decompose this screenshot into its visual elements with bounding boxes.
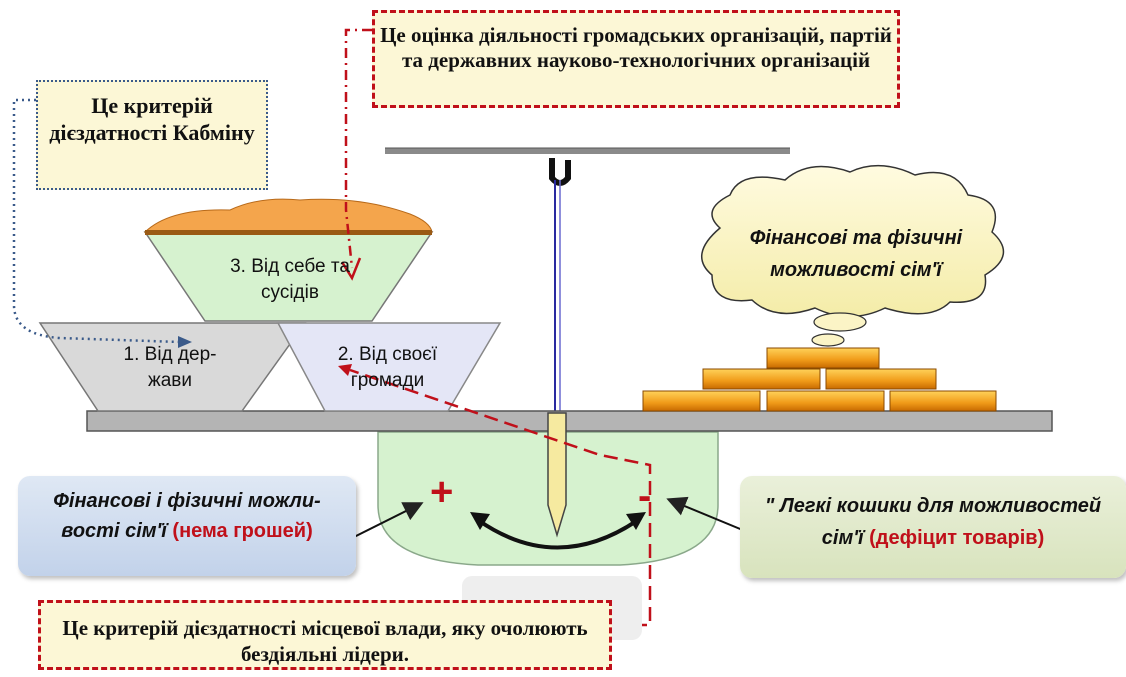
gold-bars <box>642 347 997 412</box>
light-baskets-box: " Легкі кошики для можливостей сім'ї (де… <box>740 476 1126 578</box>
cloud-text: Фінансові та фізичні можливості сім'ї <box>749 227 963 281</box>
family-means-red: (нема грошей) <box>172 520 313 542</box>
basket-community <box>276 322 502 412</box>
scale-beam <box>86 410 1053 432</box>
basket-self-line1: 3. Від себе та <box>230 256 350 277</box>
balance-arc-arrow <box>476 518 640 550</box>
basket-state-line1: 1. Від дер- <box>123 344 217 365</box>
thought-cloud <box>700 164 1004 318</box>
plus-sign: + <box>430 470 454 514</box>
light-baskets-red: (дефіцит товарів) <box>869 527 1045 549</box>
scale-needle <box>547 412 567 538</box>
hook-icon <box>549 158 571 186</box>
basket-state <box>38 322 307 412</box>
sand-pile <box>143 198 433 233</box>
note-organizations: Це оцінка діяльності громадських організ… <box>372 10 900 108</box>
basket-community-line2: громади <box>350 370 425 391</box>
hanging-bar <box>385 148 790 154</box>
basket-self-label: 3. Від себе та сусідів <box>195 254 385 306</box>
basket-community-label: 2. Від своєї громади <box>300 342 475 394</box>
light-baskets-text: " Легкі кошики для можливостей сім'ї <box>764 495 1102 549</box>
basket-self-line2: сусідів <box>261 282 319 303</box>
basket-state-line2: жави <box>148 370 192 391</box>
family-means-text: Фінансові і фізичні можли-вості сім'ї <box>53 490 321 542</box>
basket-state-label: 1. Від дер- жави <box>80 342 260 394</box>
minus-sign: - <box>638 474 652 518</box>
basket-community-line1: 2. Від своєї <box>337 344 438 365</box>
family-means-box: Фінансові і фізичні можли-вості сім'ї (н… <box>18 476 356 576</box>
connector-organizations <box>344 28 372 269</box>
note-local-authority: Це критерій дієздатності місцевої влади,… <box>38 600 612 670</box>
note-cabinet: Це критерій дієздатності Кабміну <box>36 80 268 190</box>
